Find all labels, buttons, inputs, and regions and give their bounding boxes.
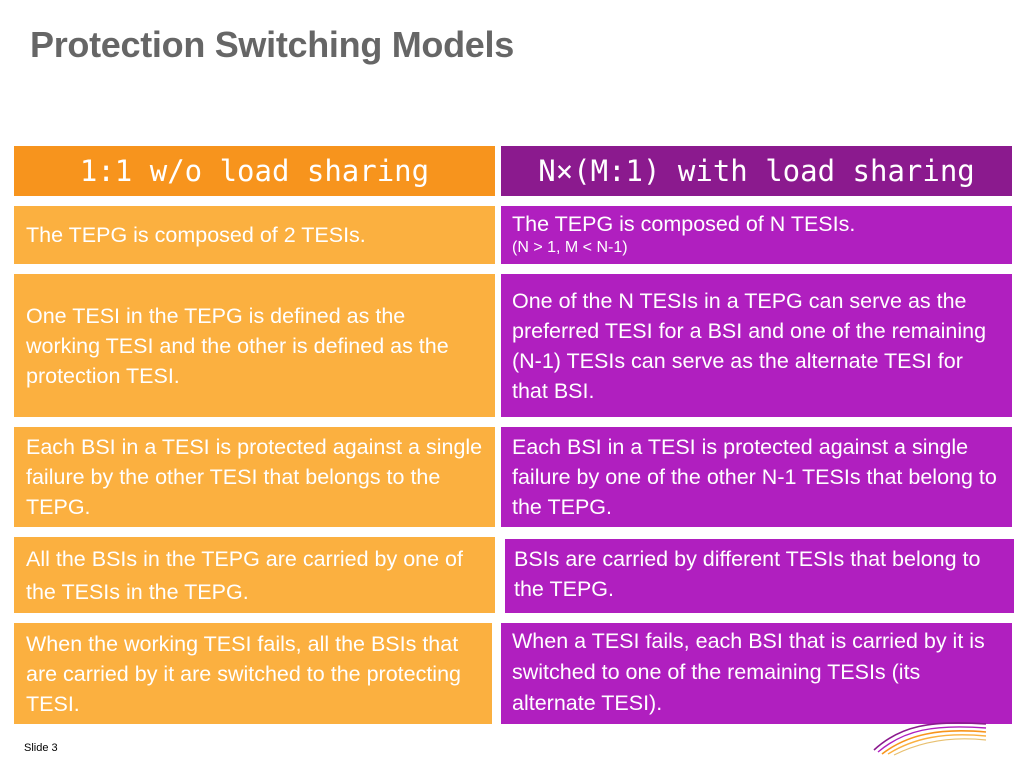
cell-right-row-4-text: BSIs are carried by different TESIs that… <box>514 547 981 601</box>
cell-left-row-2: One TESI in the TEPG is defined as the w… <box>14 274 495 417</box>
cell-right-row-5-text: When a TESI fails, each BSI that is carr… <box>512 629 985 715</box>
cell-right-row-1-text: The TEPG is composed of N TESIs. <box>512 212 856 236</box>
cell-right-row-1-constraint: (N > 1, M < N-1) <box>512 239 628 256</box>
cell-left-row-2-text: One TESI in the TEPG is defined as the w… <box>26 303 449 388</box>
header-one-to-one-label: 1:1 w/o load sharing <box>79 154 430 188</box>
cell-left-row-4: All the BSIs in the TEPG are carried by … <box>14 537 495 613</box>
cell-left-row-1-text: The TEPG is composed of 2 TESIs. <box>26 223 366 247</box>
cell-right-row-2-text: One of the N TESIs in a TEPG can serve a… <box>512 289 987 403</box>
cell-left-row-3: Each BSI in a TESI is protected against … <box>14 427 495 527</box>
cell-right-row-3-text: Each BSI in a TESI is protected against … <box>512 435 997 519</box>
cell-right-row-1: The TEPG is composed of N TESIs. (N > 1,… <box>501 206 1012 264</box>
cell-left-row-4-text: All the BSIs in the TEPG are carried by … <box>26 547 463 604</box>
cell-left-row-5: When the working TESI fails, all the BSI… <box>14 623 492 724</box>
header-one-to-one: 1:1 w/o load sharing <box>14 146 495 196</box>
slide-number: Slide 3 <box>24 742 58 754</box>
header-n-m-load-sharing: N×(M:1) with load sharing <box>501 146 1012 196</box>
cell-left-row-1: The TEPG is composed of 2 TESIs. <box>14 206 495 264</box>
cell-left-row-5-text: When the working TESI fails, all the BSI… <box>26 632 461 716</box>
swoosh-logo-icon <box>873 722 987 756</box>
cell-left-row-3-text: Each BSI in a TESI is protected against … <box>26 435 483 519</box>
header-n-m-load-sharing-label: N×(M:1) with load sharing <box>538 154 975 188</box>
cell-right-row-5: When a TESI fails, each BSI that is carr… <box>501 623 1012 724</box>
cell-right-row-4: BSIs are carried by different TESIs that… <box>505 539 1014 613</box>
slide-title: Protection Switching Models <box>30 24 514 65</box>
cell-right-row-3: Each BSI in a TESI is protected against … <box>501 427 1012 527</box>
cell-right-row-2: One of the N TESIs in a TEPG can serve a… <box>501 274 1012 417</box>
